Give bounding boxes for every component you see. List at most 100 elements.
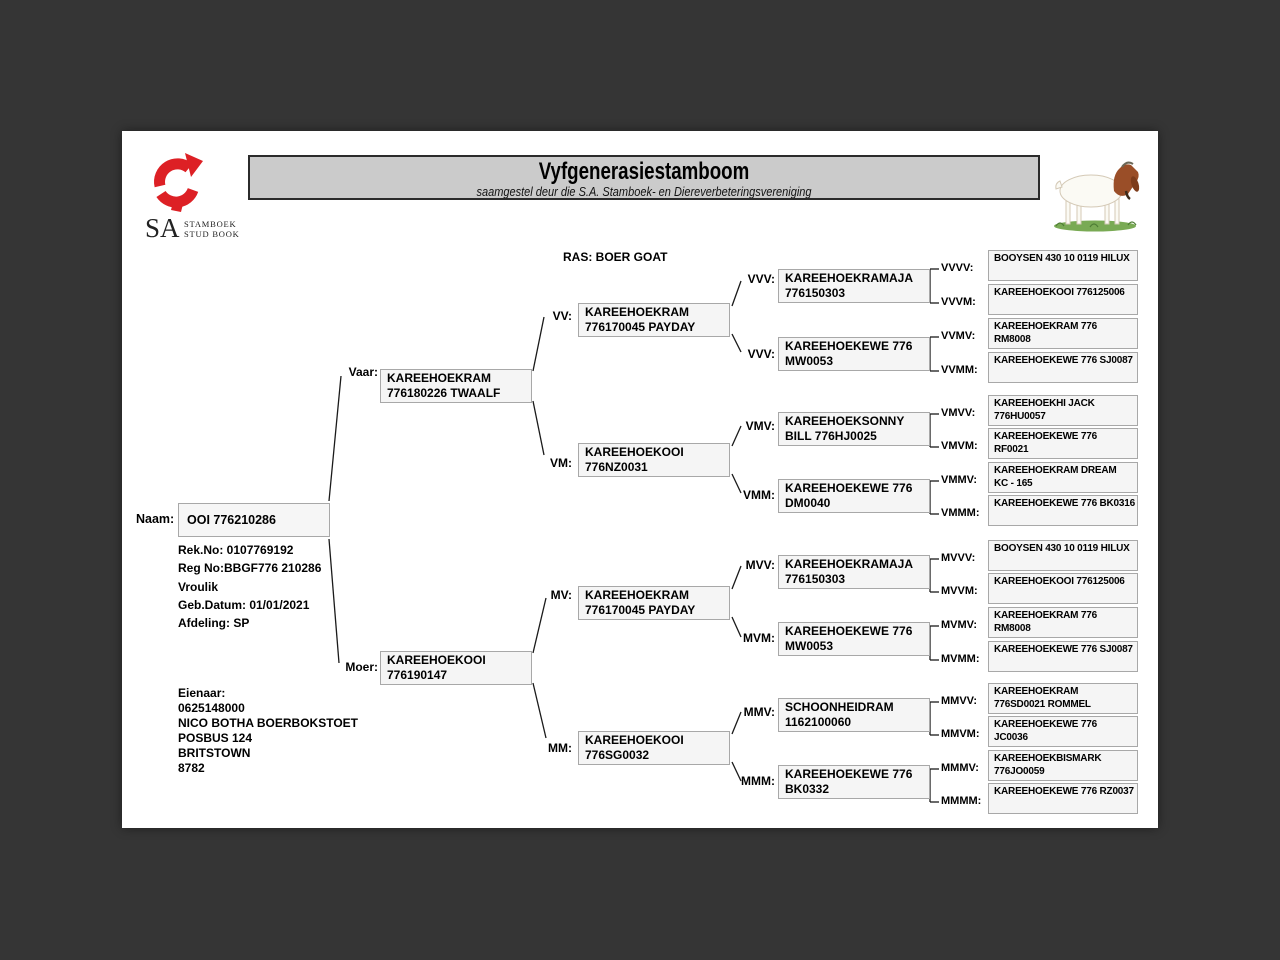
subject-detail-line: Afdeling: SP: [178, 616, 250, 631]
pedigree-node-name: KAREEHOEKRAMAJA: [785, 271, 914, 285]
pedigree-node-vvmm: KAREEHOEKEWE 776 SJ0087: [988, 352, 1138, 383]
pedigree-label-vmm: VMM:: [743, 488, 775, 502]
pedigree-label-mvmm: MVMM:: [941, 653, 980, 665]
owner-detail-line: NICO BOTHA BOERBOKSTOET: [178, 716, 359, 730]
pedigree-node-id: 776HU0057: [994, 410, 1046, 422]
pedigree-node-name: KAREEHOEKEWE 776: [785, 339, 913, 353]
pedigree-node-name: KAREEHOEKBISMARK: [994, 753, 1102, 764]
pedigree-node-name: KAREEHOEKOOI: [585, 733, 684, 747]
pedigree-label-mv: MV:: [550, 588, 572, 602]
pedigree-label-vmmv: VMMV:: [941, 474, 978, 486]
pedigree-node-id: 776SD0021 ROMMEL: [994, 698, 1091, 710]
pedigree-label-mmm: MMM:: [741, 774, 775, 788]
pedigree-label-mmmv: MMMV:: [941, 762, 979, 774]
pedigree-node-name: KAREEHOEKRAM 776: [994, 321, 1097, 332]
pedigree-node-mvvm: KAREEHOEKOOI 776125006: [988, 573, 1138, 604]
subject-detail-line: Reg No:BBGF776 210286: [178, 561, 322, 576]
pedigree-label-vv: VV:: [552, 309, 572, 323]
logo-stamboek-text: STAMBOEK STUD BOOK: [184, 219, 240, 239]
pedigree-connector-lines: [328, 268, 939, 803]
owner-detail-line: BRITSTOWN: [178, 746, 251, 760]
sa-stamboek-logo-icon: [154, 153, 203, 212]
subject-detail-line: Geb.Datum: 01/01/2021: [178, 597, 310, 612]
pedigree-node-id: RM8008: [994, 622, 1031, 634]
pedigree-node-id: 776SG0032: [585, 748, 650, 762]
pedigree-label-vvmv: VVMV:: [941, 330, 976, 342]
pedigree-node-vmmm: KAREEHOEKEWE 776 BK0316: [988, 495, 1138, 526]
pedigree-label-vmvm: VMVM:: [941, 440, 978, 452]
pedigree-node-name: KAREEHOEKRAM DREAM: [994, 465, 1117, 476]
pedigree-label-vvv: VVV:: [747, 272, 775, 286]
pedigree-label-mmmm: MMMM:: [941, 795, 982, 807]
pedigree-node-id: BILL 776HJ0025: [785, 429, 877, 443]
document-subtitle: saamgestel deur die S.A. Stamboek- en Di…: [476, 185, 812, 199]
pedigree-node-name: KAREEHOEKEWE 776 BK0316: [994, 498, 1136, 509]
pedigree-node-id: KC - 165: [994, 477, 1033, 489]
pedigree-label-mvm: MVM:: [743, 631, 775, 645]
pedigree-node-name: KAREEHOEKOOI 776125006: [994, 576, 1125, 587]
pedigree-node-name: KAREEHOEKEWE 776: [994, 719, 1097, 730]
subject-details: Rek.No: 0107769192 Reg No:BBGF776 210286…: [178, 541, 321, 632]
subject-detail-line: Vroulik: [178, 579, 219, 594]
pedigree-node-name: BOOYSEN 430 10 0119 HILUX: [994, 253, 1130, 264]
pedigree-node-name: KAREEHOEKEWE 776 SJ0087: [994, 355, 1133, 366]
owner-detail-line: Eienaar:: [178, 686, 226, 700]
pedigree-label-vvm: VVV:: [747, 347, 775, 361]
pedigree-node-name: KAREEHOEKSONNY: [785, 414, 905, 428]
pedigree-label-vvvm: VVVM:: [941, 296, 976, 308]
pedigree-node-id: 776NZ0031: [585, 460, 648, 474]
pedigree-node-id: RF0021: [994, 443, 1029, 455]
pedigree-label-mvvv: MVVV:: [941, 552, 976, 564]
naam-label: Naam:: [136, 512, 175, 526]
pedigree-node-name: KAREEHOEKOOI: [585, 445, 684, 459]
breed-label: RAS: BOER GOAT: [563, 250, 668, 264]
pedigree-node-name: KAREEHOEKOOI 776125006: [994, 287, 1125, 298]
pedigree-node-name: KAREEHOEKRAMAJA: [785, 557, 914, 571]
pedigree-node-name: KAREEHOEKEWE 776 RZ0037: [994, 786, 1134, 797]
pedigree-label-vaar: Vaar:: [348, 365, 378, 379]
pedigree-node-name: KAREEHOEKRAM: [585, 305, 690, 319]
pedigree-node-name: KAREEHOEKEWE 776: [785, 767, 913, 781]
pedigree-label-mmv: MMV:: [743, 705, 775, 719]
pedigree-node-name: KAREEHOEKRAM: [387, 371, 492, 385]
pedigree-label-vm: VM:: [550, 456, 572, 470]
pedigree-node-id: 776170045 PAYDAY: [585, 320, 696, 334]
pedigree-node-vvvm: KAREEHOEKOOI 776125006: [988, 284, 1138, 315]
pedigree-node-name: SCHOONHEIDRAM: [785, 700, 894, 714]
pedigree-document-page: SA STAMBOEK STUD BOOK Vyfgenerasiestambo…: [122, 131, 1158, 828]
pedigree-node-id: 776190147: [387, 668, 448, 682]
pedigree-node-vvvv: BOOYSEN 430 10 0119 HILUX: [988, 250, 1138, 281]
pedigree-node-name: KAREEHOEKRAM 776: [994, 610, 1097, 621]
pedigree-label-mmvv: MMVV:: [941, 695, 978, 707]
pedigree-node-name: KAREEHOEKEWE 776: [785, 481, 913, 495]
logo-sa-text: SA: [145, 213, 180, 243]
pedigree-node-name: KAREEHOEKRAM: [585, 588, 690, 602]
pedigree-node-id: DM0040: [785, 496, 831, 510]
subject-detail-line: Rek.No: 0107769192: [178, 543, 294, 557]
boer-goat-image: [1054, 161, 1140, 232]
pedigree-label-mvmv: MVMV:: [941, 619, 978, 631]
owner-details: Eienaar: 0625148000 NICO BOTHA BOERBOKST…: [178, 686, 358, 776]
pedigree-label-mm: MM:: [548, 741, 572, 755]
pedigree-label-vmv: VMV:: [745, 419, 775, 433]
document-title-bar: Vyfgenerasiestamboom saamgestel deur die…: [248, 155, 1040, 200]
pedigree-node-id: 776JO0059: [994, 765, 1045, 777]
pedigree-node-id: 776150303: [785, 572, 846, 586]
logo-stack-line2: STUD BOOK: [184, 228, 240, 239]
pedigree-node-id: JC0036: [994, 731, 1028, 743]
pedigree-node-name: BOOYSEN 430 10 0119 HILUX: [994, 543, 1130, 554]
pedigree-node-mmmm: KAREEHOEKEWE 776 RZ0037: [988, 783, 1138, 814]
naam-value-box: OOI 776210286: [178, 503, 330, 537]
pedigree-node-name: KAREEHOEKHI JACK: [994, 398, 1095, 409]
